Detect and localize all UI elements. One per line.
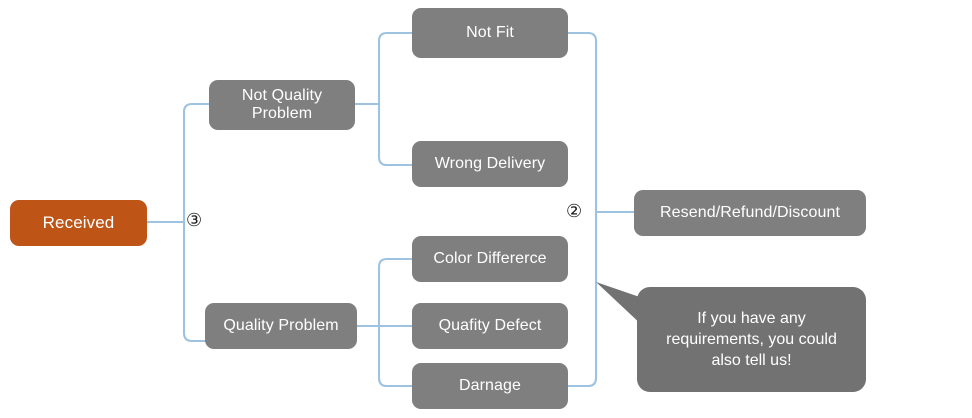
step-marker-three: ③: [186, 210, 203, 231]
node-received-label: Received: [42, 213, 115, 233]
node-quality-problem[interactable]: Quality Problem: [205, 303, 357, 349]
node-damage[interactable]: Darnage: [412, 363, 568, 409]
node-not-quality-problem[interactable]: Not Quality Problem: [209, 80, 355, 130]
node-wrong-delivery[interactable]: Wrong Delivery: [412, 141, 568, 187]
edge-notquality-to-wrongdelivery: [377, 102, 414, 167]
edge-split-to-not-quality: [182, 102, 211, 224]
node-color-difference[interactable]: Color Differerce: [412, 236, 568, 282]
node-resend-refund-discount-label: Resend/Refund/Discount: [659, 203, 841, 221]
node-resend-refund-discount[interactable]: Resend/Refund/Discount: [634, 190, 866, 236]
step-marker-two: ②: [566, 201, 583, 222]
edge-quality-to-color: [377, 257, 414, 328]
node-received[interactable]: Received: [10, 200, 147, 246]
node-color-difference-label: Color Differerce: [433, 249, 547, 267]
node-not-fit-label: Not Fit: [466, 23, 514, 41]
edge-quality-to-damage: [377, 324, 414, 388]
node-not-fit[interactable]: Not Fit: [412, 8, 568, 58]
callout-bubble[interactable]: If you have any requirements, you could …: [637, 287, 866, 392]
node-quality-problem-label: Quality Problem: [223, 316, 339, 334]
edge-damage-to-merge: [566, 210, 598, 388]
callout-label: If you have any requirements, you could …: [666, 309, 837, 370]
edge-notquality-to-notfit: [377, 31, 414, 106]
node-quality-defect[interactable]: Quafity Defect: [412, 303, 568, 349]
node-quality-defect-label: Quafity Defect: [438, 316, 542, 334]
edge-notfit-to-merge: [566, 31, 598, 214]
edge-split-to-quality: [182, 220, 211, 343]
node-wrong-delivery-label: Wrong Delivery: [434, 154, 546, 172]
node-not-quality-problem-label: Not Quality Problem: [241, 86, 323, 122]
node-damage-label: Darnage: [458, 376, 522, 394]
